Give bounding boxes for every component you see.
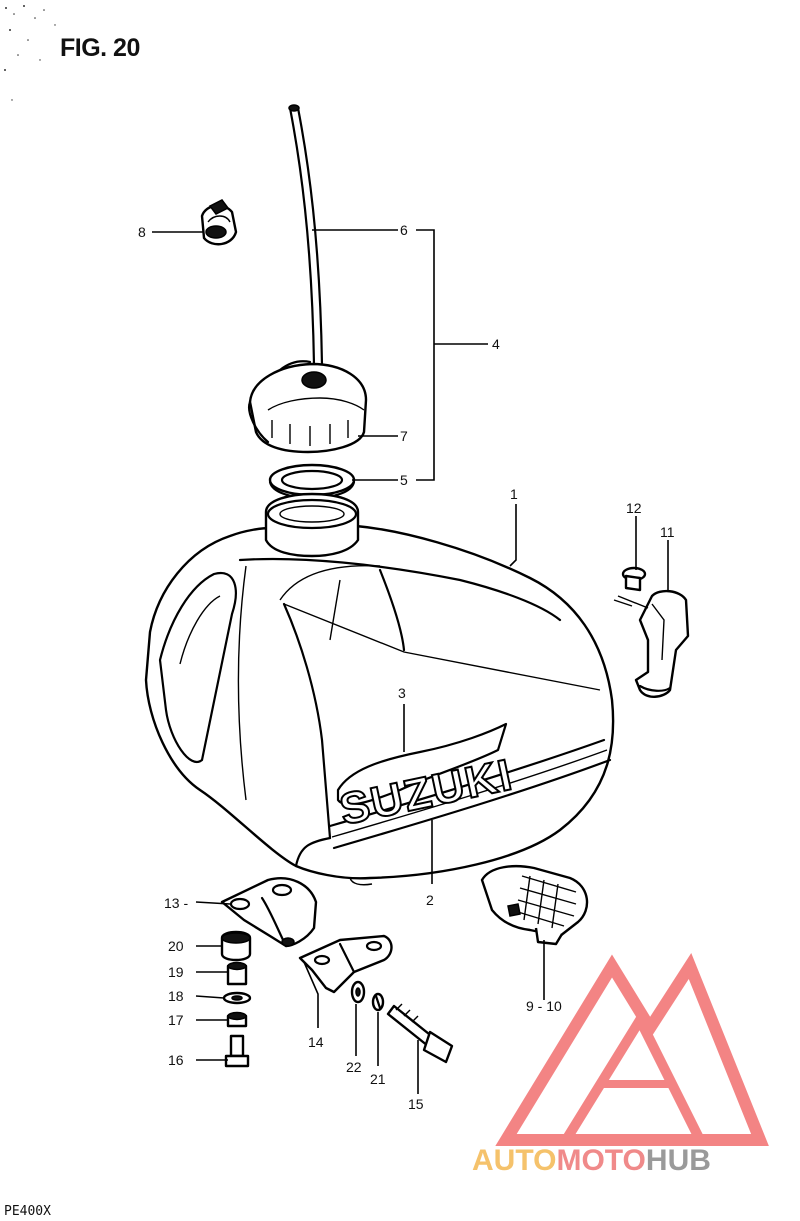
callout-7: 7 <box>400 428 408 444</box>
watermark-logo <box>495 953 769 1146</box>
flat-washer <box>350 980 366 1004</box>
callout-12: 12 <box>626 500 642 516</box>
watermark-moto: MOTO <box>556 1144 645 1177</box>
strap-bracket <box>634 589 690 698</box>
scan-noise <box>4 5 56 101</box>
callout-1: 1 <box>510 486 518 502</box>
callout-9-10: 9 - 10 <box>526 998 562 1014</box>
fuel-hose <box>288 104 324 367</box>
cap-gasket <box>268 463 356 500</box>
washer <box>222 991 252 1005</box>
rear-bracket <box>298 934 393 994</box>
callout-5: 5 <box>400 472 408 488</box>
callout-6: 6 <box>400 222 408 238</box>
nut <box>226 1011 248 1028</box>
rubber-grommet <box>220 930 252 962</box>
figure-title: FIG. 20 <box>60 34 140 62</box>
tank-cushion <box>480 865 589 946</box>
callout-14: 14 <box>308 1034 324 1050</box>
callout-19: 20 <box>168 938 184 954</box>
callout-18: 19 <box>168 964 184 980</box>
callout-11: 11 <box>660 524 675 540</box>
callout-3: 3 <box>398 685 406 701</box>
front-bracket <box>220 877 318 948</box>
leader-lines <box>152 229 669 1094</box>
callout-20: 15 <box>408 1096 424 1112</box>
callout-8: 8 <box>138 224 146 240</box>
callout-17: 18 <box>168 988 184 1004</box>
callout-13: 13 - <box>164 895 188 911</box>
fuel-tank <box>144 492 615 886</box>
watermark-hub: HUB <box>646 1144 711 1177</box>
model-code: PE400X <box>4 1204 51 1219</box>
watermark-auto: AUTO <box>472 1144 556 1177</box>
callout-16: 17 <box>168 1012 184 1028</box>
watermark-triangle-icon <box>495 953 769 1146</box>
callout-labels: 6 4 7 5 8 1 3 2 12 11 9 - 10 13 - 20 19 … <box>138 222 675 1112</box>
callout-21: 21 <box>370 1071 386 1087</box>
fuel-cap <box>248 360 368 454</box>
mounting-bolt <box>613 566 649 609</box>
long-bolt <box>386 1003 454 1064</box>
watermark-text: AUTOMOTOHUB <box>472 1144 711 1177</box>
lock-washer <box>371 992 385 1012</box>
callout-2: 2 <box>426 892 434 908</box>
callout-15: 16 <box>168 1052 184 1068</box>
stack-bolt <box>224 1034 250 1068</box>
collar <box>226 961 248 986</box>
hose-clamp <box>200 199 238 246</box>
callout-22: 22 <box>346 1059 362 1075</box>
callout-4: 4 <box>492 336 500 352</box>
